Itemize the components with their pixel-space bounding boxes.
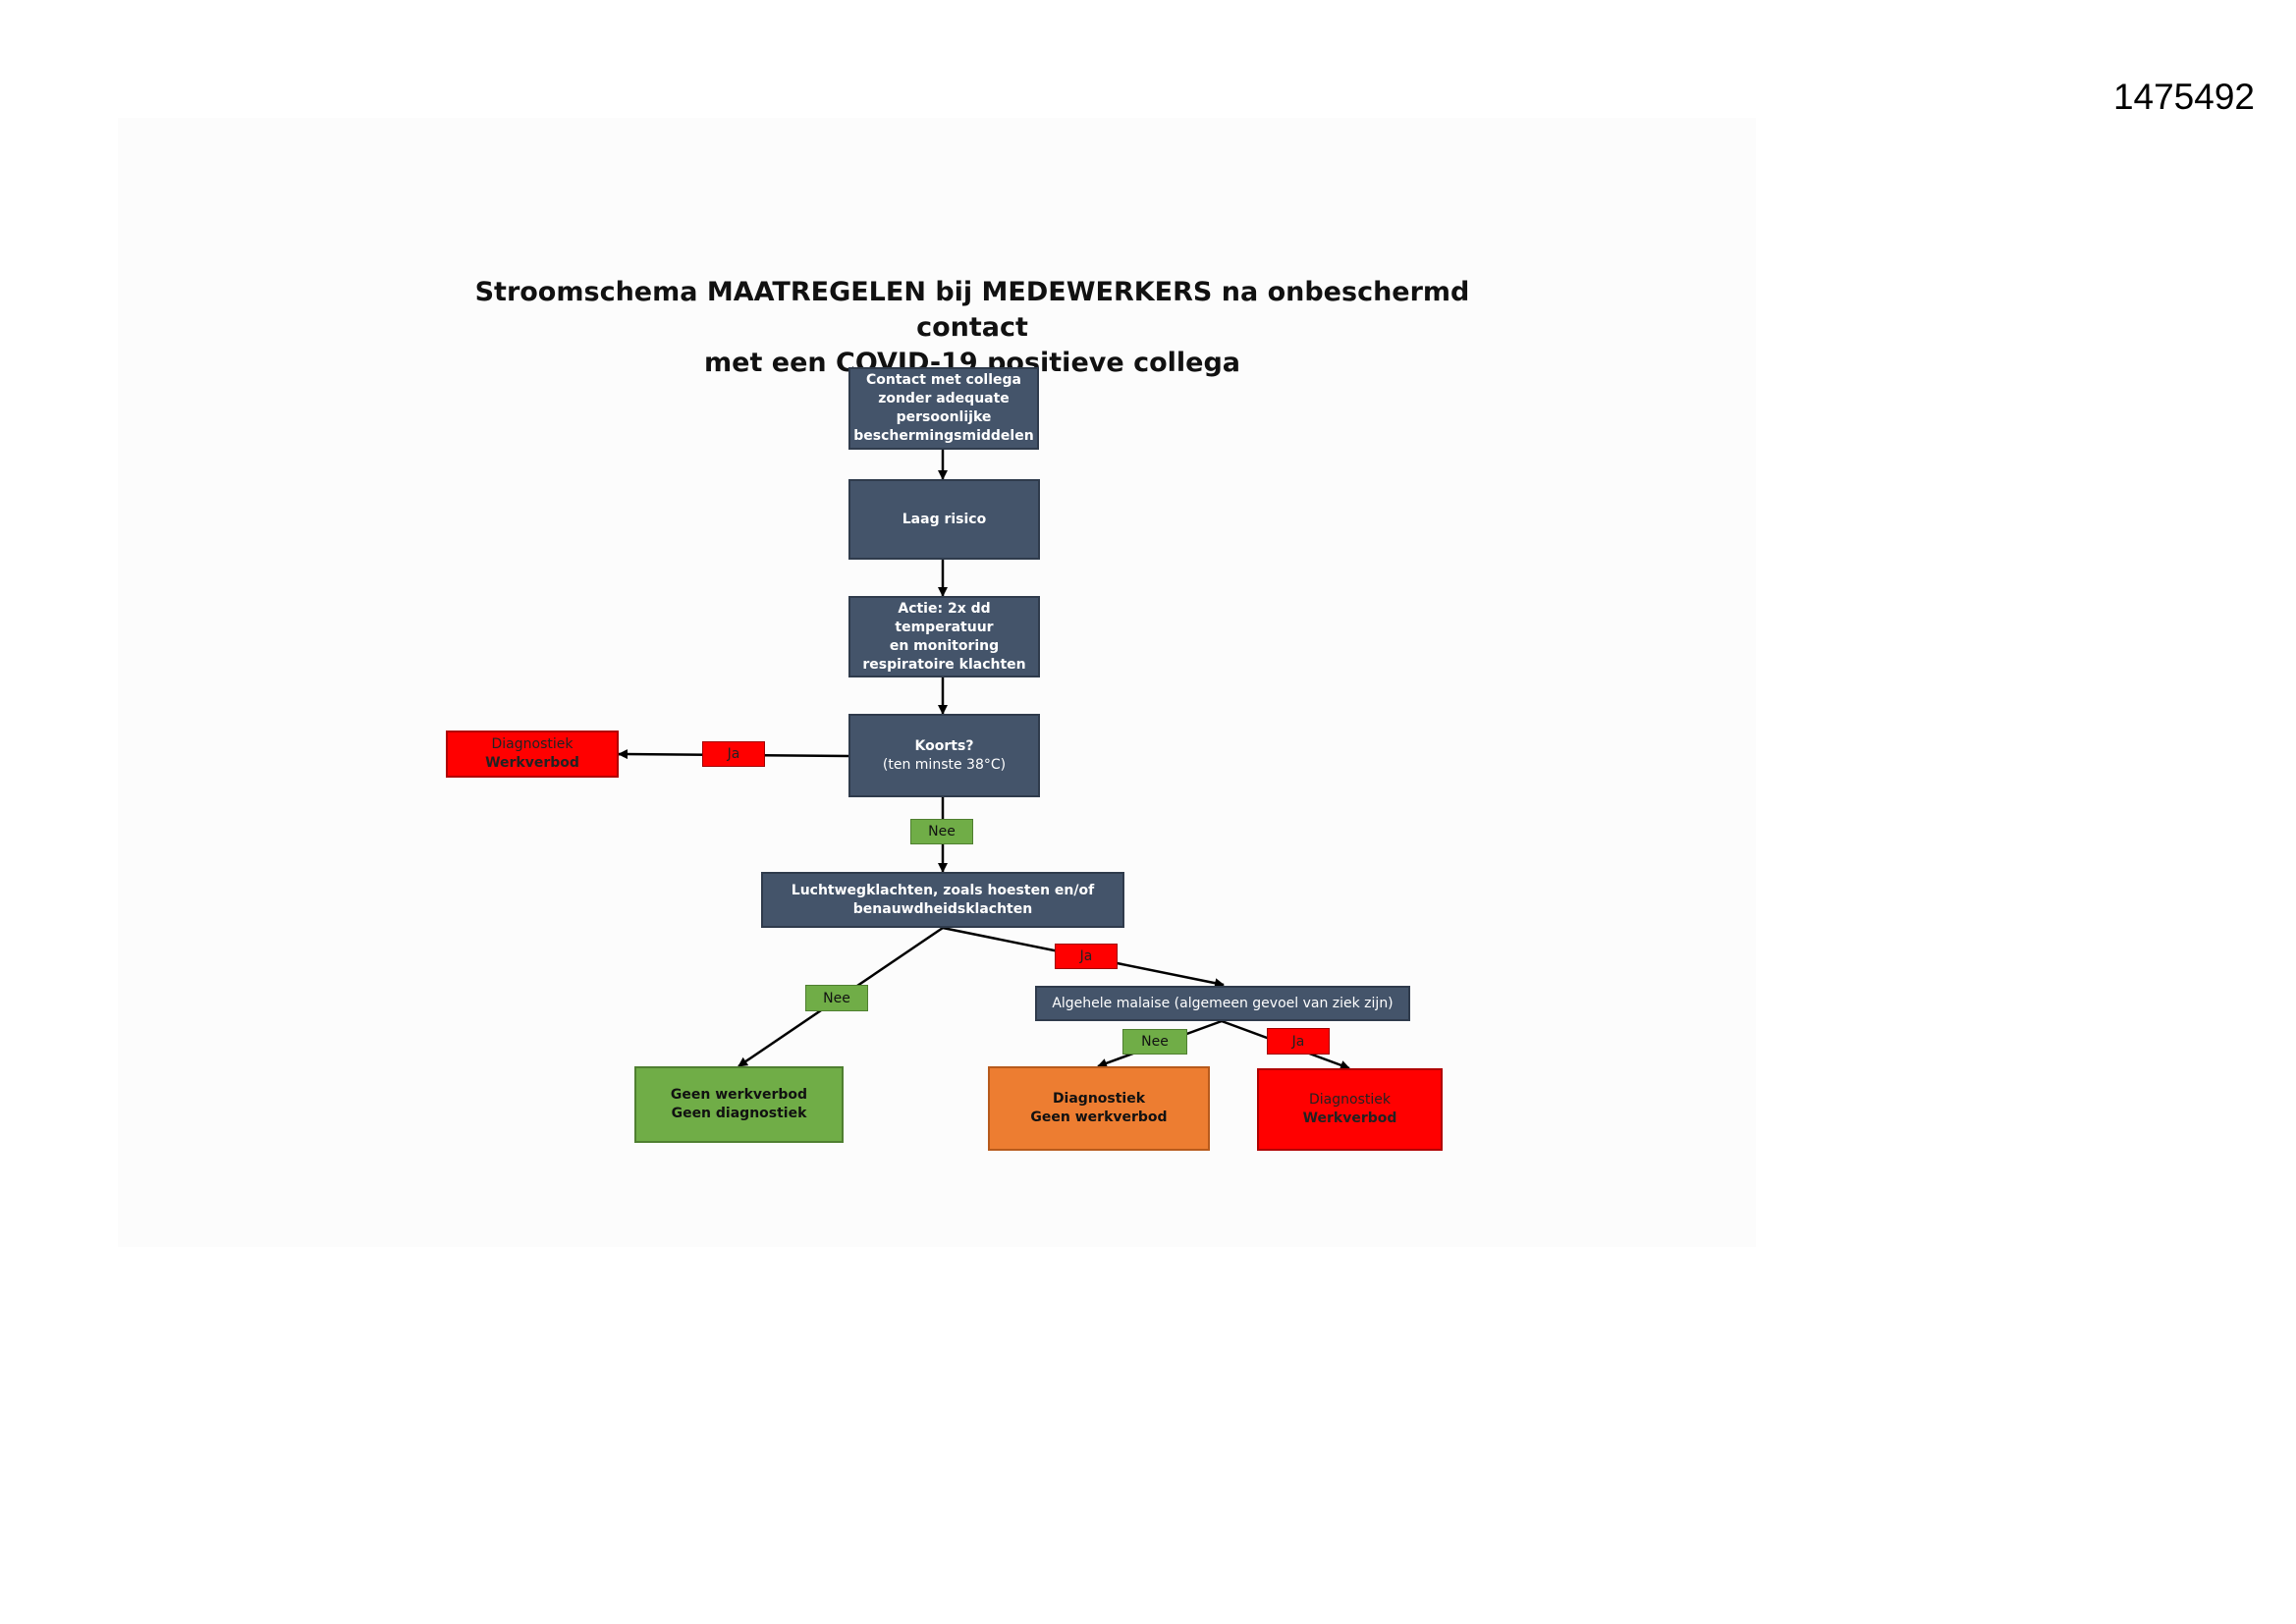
node-geen-werkverbod: Geen werkverbod Geen diagnostiek: [634, 1066, 844, 1143]
node-actie: Actie: 2x dd temperatuur en monitoring r…: [848, 596, 1040, 677]
node-contact-line-3: persoonlijke: [896, 409, 992, 425]
node-laag-risico-line-1: Laag risico: [902, 511, 987, 527]
node-geen-werkverbod-line-2: Geen diagnostiek: [671, 1106, 807, 1121]
node-diagnostiek-werkverbod-right: Diagnostiek Werkverbod: [1257, 1068, 1443, 1151]
node-geen-werkverbod-line-1: Geen werkverbod: [670, 1087, 808, 1103]
node-diagnostiek-orange-line-1: Diagnostiek: [1052, 1091, 1146, 1107]
label-ja-luchtweg: Ja: [1055, 944, 1118, 969]
node-koorts-line-1: Koorts?: [914, 737, 974, 754]
node-actie-line-1: Actie: 2x dd temperatuur: [895, 600, 994, 635]
label-nee-luchtweg: Nee: [805, 985, 868, 1011]
node-diagnostiek-left-line-1: Diagnostiek: [491, 736, 574, 752]
node-luchtwegklachten: Luchtwegklachten, zoals hoesten en/of be…: [761, 872, 1124, 928]
node-diagnostiek-left-line-2: Werkverbod: [485, 755, 579, 771]
document-id: 1475492: [2112, 77, 2255, 117]
node-actie-line-2: en monitoring: [889, 637, 1000, 654]
node-koorts: Koorts? (ten minste 38°C): [848, 714, 1040, 797]
node-laag-risico: Laag risico: [848, 479, 1040, 560]
node-malaise-line-1: Algehele malaise (algemeen gevoel van zi…: [1052, 995, 1394, 1011]
node-algehele-malaise: Algehele malaise (algemeen gevoel van zi…: [1035, 986, 1410, 1021]
node-contact-line-2: zonder adequate: [878, 391, 1010, 406]
node-diagnostiek-red-line-1: Diagnostiek: [1309, 1092, 1391, 1108]
node-diagnostiek-werkverbod-left: Diagnostiek Werkverbod: [446, 731, 619, 778]
node-contact-line-1: Contact met collega: [866, 372, 1021, 388]
label-ja-malaise: Ja: [1267, 1028, 1330, 1055]
node-diagnostiek-red-line-2: Werkverbod: [1302, 1110, 1397, 1126]
node-luchtweg-line-2: benauwdheidsklachten: [852, 900, 1033, 917]
node-koorts-line-2: (ten minste 38°C): [882, 756, 1007, 773]
node-diagnostiek-geen-werkverbod: Diagnostiek Geen werkverbod: [988, 1066, 1210, 1151]
node-contact-line-4: beschermingsmiddelen: [853, 428, 1034, 444]
node-diagnostiek-orange-line-2: Geen werkverbod: [1030, 1110, 1168, 1125]
node-actie-line-3: respiratoire klachten: [862, 656, 1026, 673]
label-nee-koorts: Nee: [910, 819, 973, 844]
node-luchtweg-line-1: Luchtwegklachten, zoals hoesten en/of: [791, 882, 1095, 898]
title-line-1: Stroomschema MAATREGELEN bij MEDEWERKERS…: [474, 277, 1470, 343]
diagram-panel: [118, 118, 1756, 1247]
node-contact: Contact met collega zonder adequate pers…: [848, 367, 1039, 450]
label-ja-koorts: Ja: [702, 741, 765, 767]
label-nee-malaise: Nee: [1122, 1029, 1187, 1055]
